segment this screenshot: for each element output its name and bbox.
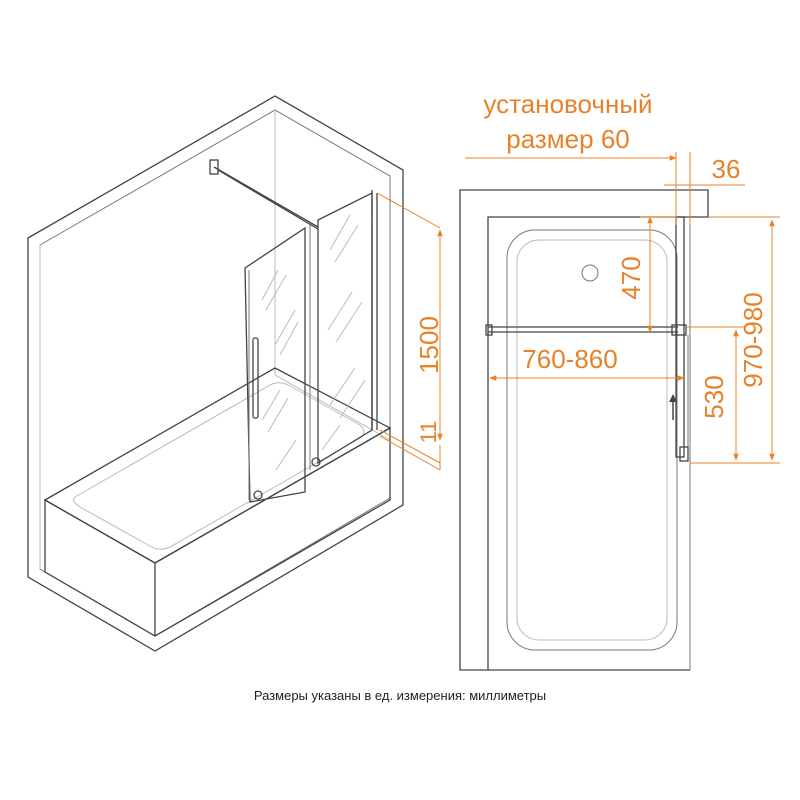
door-handle <box>252 337 259 419</box>
top-view: установочный размер 60 36 470 760-860 53… <box>459 89 780 671</box>
label-1500: 1500 <box>414 316 444 374</box>
label-530: 530 <box>699 375 729 418</box>
support-bar <box>213 166 319 228</box>
niche-inner <box>39 109 391 637</box>
top-wall <box>459 189 709 671</box>
label-760-860: 760-860 <box>522 344 617 374</box>
label-970-980: 970-980 <box>738 292 768 387</box>
drain-icon <box>581 264 599 282</box>
units-caption: Размеры указаны в ед. измерения: миллиме… <box>253 688 547 703</box>
bathtub-top <box>43 367 392 564</box>
ceiling-bracket <box>209 159 219 175</box>
isometric-view: 1500 11 <box>27 95 444 652</box>
install-label-line1: установочный <box>483 89 652 119</box>
glass-texture <box>261 214 366 471</box>
label-36: 36 <box>712 154 741 184</box>
glass-panel-front <box>317 191 373 465</box>
label-11: 11 <box>416 421 441 444</box>
bathtub-front <box>44 426 391 637</box>
bathtub-inner <box>72 382 365 550</box>
niche-outer <box>27 95 404 652</box>
glass-panel-back <box>244 226 306 503</box>
label-470: 470 <box>616 256 646 299</box>
install-label-line2: размер 60 <box>506 124 630 154</box>
bathtub-top-view <box>506 229 678 651</box>
